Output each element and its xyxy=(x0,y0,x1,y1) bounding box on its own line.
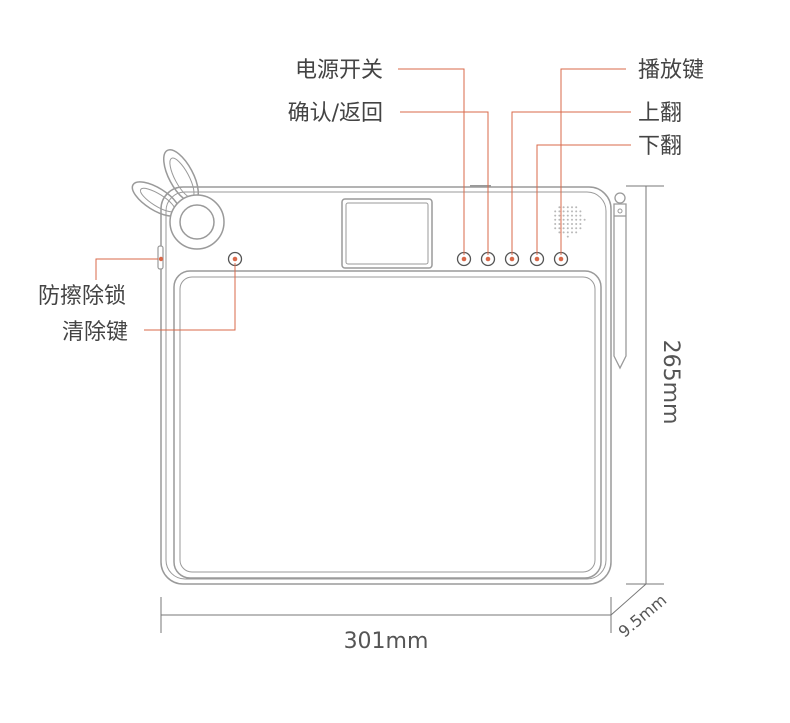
label-clear: 清除键 xyxy=(62,320,128,345)
label-power: 电源开关 xyxy=(295,58,383,83)
speaker-dot xyxy=(571,223,573,225)
speaker-dot xyxy=(558,231,561,234)
leader-page-down xyxy=(536,144,631,255)
speaker-dot xyxy=(571,218,573,221)
speaker-dot xyxy=(575,206,578,209)
speaker-dot xyxy=(566,227,569,230)
speaker-dot xyxy=(558,218,561,221)
tablet-inner-rim xyxy=(165,191,607,580)
speaker-dot xyxy=(558,214,561,217)
speaker-dot xyxy=(575,218,578,221)
speaker-dot xyxy=(562,231,565,234)
speaker-dot xyxy=(558,210,561,213)
speaker-dot xyxy=(575,214,578,217)
tablet-body xyxy=(160,185,612,585)
speaker-dot xyxy=(579,214,582,217)
dimension-height: 265mm xyxy=(658,340,683,425)
speaker-dot xyxy=(554,227,557,230)
speaker-dot xyxy=(571,206,573,209)
speaker-dot xyxy=(562,210,565,213)
speaker-dot xyxy=(571,227,573,230)
display-window xyxy=(341,198,433,269)
speaker-dot xyxy=(566,218,569,221)
speaker-dot xyxy=(562,227,565,230)
speaker-dot xyxy=(562,223,565,225)
leader-page-up xyxy=(511,111,631,255)
writing-area-inner xyxy=(179,276,596,573)
leader-confirm xyxy=(400,111,489,255)
speaker-dot xyxy=(558,206,561,209)
stylus xyxy=(613,192,627,370)
speaker-dot xyxy=(554,214,557,217)
tablet-outer-shell xyxy=(160,186,612,585)
speaker-dot xyxy=(579,210,582,213)
speaker-dot xyxy=(566,206,569,209)
speaker-dot xyxy=(554,223,557,225)
speaker-dot xyxy=(562,214,565,217)
writing-area-outer xyxy=(173,270,602,579)
speaker-dot xyxy=(575,223,578,225)
speaker-dot xyxy=(566,223,569,225)
bunny-ornament xyxy=(131,149,225,250)
speaker-dot xyxy=(575,231,578,234)
dimension-thickness: 9.5mm xyxy=(615,590,671,641)
power-button xyxy=(456,251,472,267)
label-play: 播放键 xyxy=(638,58,704,83)
speaker-dot xyxy=(554,210,557,213)
button-row xyxy=(227,251,569,267)
knob xyxy=(169,194,225,250)
label-confirm: 确认/返回 xyxy=(288,101,383,126)
speaker-dot xyxy=(583,218,586,221)
speaker-dot xyxy=(566,210,569,213)
label-page-up: 上翻 xyxy=(638,101,682,126)
speaker-dot xyxy=(575,227,578,230)
speaker-dot xyxy=(562,206,565,209)
speaker-dot xyxy=(571,210,573,213)
speaker-dot xyxy=(566,235,569,238)
speaker-dot xyxy=(571,231,573,234)
speaker-dot xyxy=(575,210,578,213)
leader-play xyxy=(560,68,626,255)
speaker-dot xyxy=(566,214,569,217)
page-down-button xyxy=(529,251,545,267)
speaker-dot xyxy=(554,218,557,221)
speaker-dot xyxy=(571,214,573,217)
label-page-down: 下翻 xyxy=(638,134,682,159)
speaker-grille xyxy=(554,206,586,238)
anti-erase-lock-switch xyxy=(157,245,164,270)
speaker-dot xyxy=(579,223,582,225)
speaker-dot xyxy=(562,218,565,221)
dimension-lines xyxy=(160,185,664,633)
speaker-dot xyxy=(558,227,561,230)
speaker-dot xyxy=(558,223,561,225)
speaker-dot xyxy=(566,231,569,234)
dimension-width: 301mm xyxy=(344,629,429,654)
leader-lock xyxy=(95,258,158,280)
leader-clear xyxy=(144,263,236,331)
leader-lines xyxy=(95,68,631,331)
leader-power xyxy=(398,68,465,255)
speaker-dot xyxy=(579,227,582,230)
label-anti-erase-lock: 防擦除锁 xyxy=(38,284,126,309)
speaker-dot xyxy=(579,218,582,221)
